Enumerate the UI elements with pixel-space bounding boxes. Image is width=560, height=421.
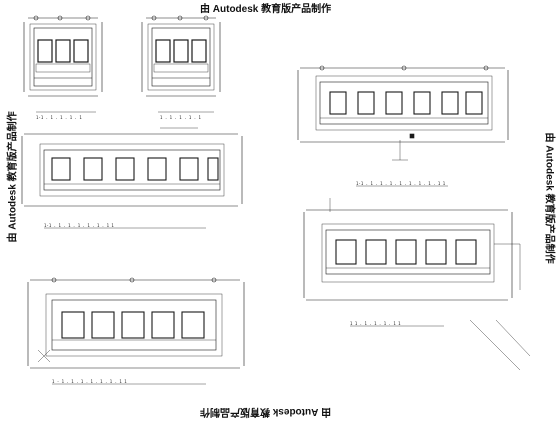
elevation-bottom-left [27, 277, 245, 385]
caption-elevation-bottom: 1 - 1 . 1 . 1 . 1 . 1 . 1 . 1 1 [52, 379, 127, 384]
caption-plan-b: 1 . 1 . 1 . 1 . 1 [160, 115, 201, 120]
watermark-right: 由 Autodesk 教育版产品制作 [543, 132, 555, 264]
watermark-bottom: 由 Autodesk 教育版产品制作 [200, 406, 332, 417]
plan-drawing-a [23, 15, 103, 113]
elevation-bottom-right [303, 198, 531, 371]
caption-elevation-top-right: 1-1 . 1 . 1 . 1 . 1 . 1 . 1 . 1 . 1 1 [356, 181, 446, 186]
caption-elevation-middle: 1-1 . 1 . 1 . 1 . 1 . 1 . 1 1 [44, 223, 114, 228]
watermark-left: 由 Autodesk 教育版产品制作 [7, 111, 19, 243]
caption-plan-a: 1-1 . 1 . 1 . 1 . 1 [36, 115, 82, 120]
elevation-middle-left [21, 127, 243, 229]
elevation-top-right [297, 65, 509, 187]
watermark-top: 由 Autodesk 教育版产品制作 [200, 4, 332, 15]
caption-elevation-right: 1 1 . 1 . 1 . 1 . 1 1 [350, 321, 401, 326]
plan-drawing-b [141, 15, 221, 113]
